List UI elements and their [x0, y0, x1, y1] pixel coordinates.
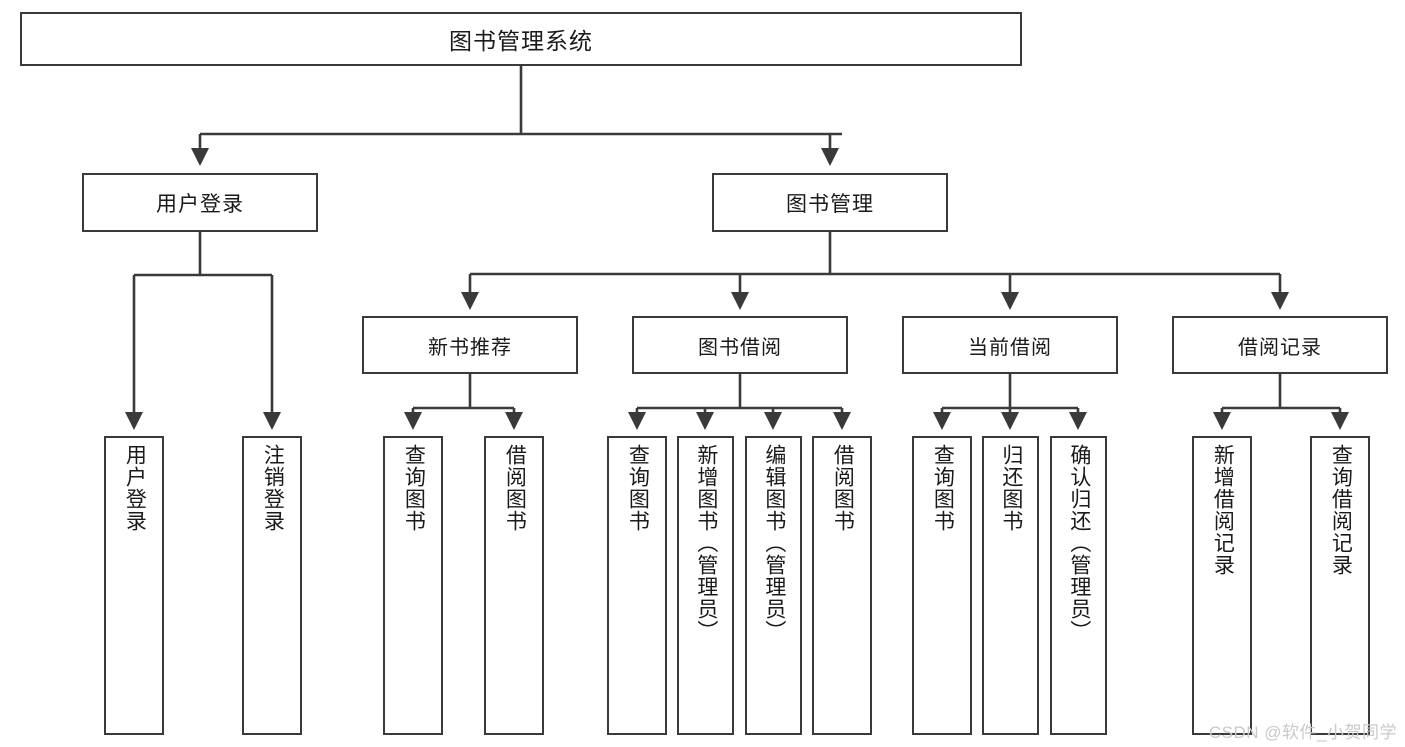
node-label: 图书管理系统: [449, 28, 593, 54]
leaf-borrow-book-recommend[interactable]: 借阅图书: [484, 436, 544, 735]
leaf-add-book-admin[interactable]: 新增图书（管理员）: [677, 436, 734, 735]
node-label: 借阅图书: [503, 444, 527, 532]
node-label: 查询借阅记录: [1329, 444, 1353, 576]
node-label: 编辑图书（管理员）: [762, 444, 786, 642]
leaf-query-book-borrow[interactable]: 查询图书: [607, 436, 667, 735]
node-label: 查询图书: [402, 444, 426, 532]
node-current-borrow[interactable]: 当前借阅: [902, 316, 1118, 374]
node-label: 注销登录: [261, 444, 285, 532]
node-root-system[interactable]: 图书管理系统: [20, 12, 1022, 66]
node-label: 新增图书（管理员）: [694, 444, 718, 642]
node-book-management[interactable]: 图书管理: [712, 173, 948, 232]
node-label: 新书推荐: [428, 336, 512, 359]
node-label: 用户登录: [156, 192, 244, 216]
leaf-query-borrow-record[interactable]: 查询借阅记录: [1310, 436, 1370, 735]
leaf-confirm-return-admin[interactable]: 确认归还（管理员）: [1050, 436, 1107, 735]
leaf-logout[interactable]: 注销登录: [242, 436, 302, 735]
leaf-borrow-book[interactable]: 借阅图书: [812, 436, 872, 735]
watermark-csdn: CSDN @软件_小贺同学: [1208, 723, 1397, 742]
node-user-login[interactable]: 用户登录: [82, 173, 318, 232]
node-label: 借阅图书: [831, 444, 855, 532]
leaf-query-book-current[interactable]: 查询图书: [912, 436, 972, 735]
leaf-return-book[interactable]: 归还图书: [982, 436, 1039, 735]
node-label: 用户登录: [123, 444, 147, 532]
node-borrow-record[interactable]: 借阅记录: [1172, 316, 1388, 374]
node-label: 归还图书: [999, 444, 1023, 532]
node-label: 图书借阅: [698, 336, 782, 359]
node-label: 当前借阅: [968, 336, 1052, 359]
node-label: 图书管理: [786, 192, 874, 216]
node-label: 查询图书: [931, 444, 955, 532]
node-label: 新增借阅记录: [1211, 444, 1235, 576]
leaf-add-borrow-record[interactable]: 新增借阅记录: [1192, 436, 1252, 735]
node-book-borrow[interactable]: 图书借阅: [632, 316, 848, 374]
leaf-user-login[interactable]: 用户登录: [104, 436, 164, 735]
node-label: 借阅记录: [1238, 336, 1322, 359]
leaf-query-book-recommend[interactable]: 查询图书: [383, 436, 443, 735]
node-label: 确认归还（管理员）: [1067, 444, 1091, 642]
node-new-book-recommend[interactable]: 新书推荐: [362, 316, 578, 374]
leaf-edit-book-admin[interactable]: 编辑图书（管理员）: [745, 436, 802, 735]
node-label: 查询图书: [626, 444, 650, 532]
